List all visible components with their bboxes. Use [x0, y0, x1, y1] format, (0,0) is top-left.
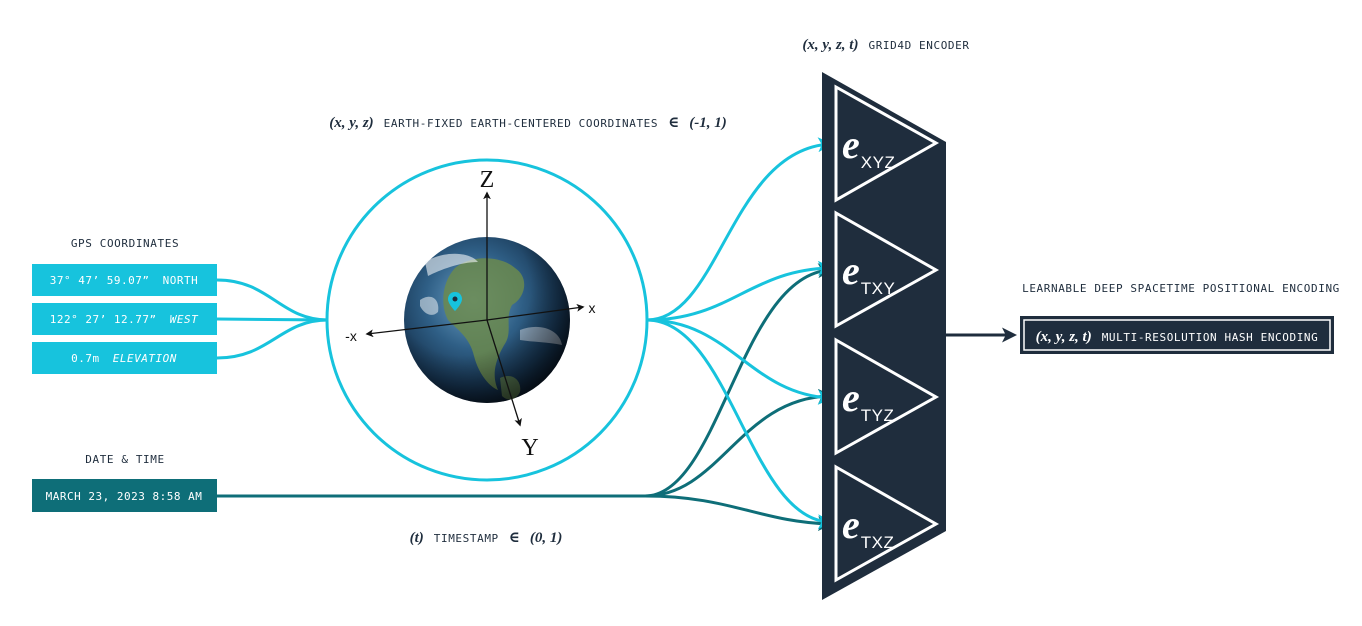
encoder-head-txy: eTXY [834, 210, 940, 329]
ecef-range: (-1, 1) [689, 115, 727, 131]
output-box: (x, y, z, t) MULTI-RESOLUTION HASH ENCOD… [1020, 316, 1334, 354]
timestamp-label: (t) TIMESTAMP ∈ (0, 1) [410, 529, 563, 546]
axis-z-label: Z [480, 167, 495, 193]
output-math: (x, y, z, t) [1036, 329, 1092, 345]
svg-text:(x, y, z) EARTH-FIXED EA: (x, y, z) EARTH-FIXED EARTH-CENTERED COO… [329, 114, 727, 131]
map-pin-icon [448, 292, 462, 311]
ecef-math: (x, y, z) [329, 115, 373, 131]
encoder-head-xyz-sub: XYZ [861, 153, 896, 172]
encoder-head-xyz: eXYZ [834, 84, 940, 203]
output-text: MULTI-RESOLUTION HASH ENCODING [1102, 331, 1319, 344]
encoder-head-txz: eTXZ [834, 464, 940, 583]
encoder-label: (x, y, z, t) GRID4D ENCODER [802, 36, 969, 53]
space-connectors [646, 137, 833, 530]
encoder-head-txy-sub: TXY [861, 279, 896, 298]
svg-text:122° 27’ 12.77” WEST: 122° 27’ 12.77” WEST [50, 313, 199, 326]
datetime-value: MARCH 23, 2023 8:58 AM [46, 490, 203, 503]
gps-elev-value: 0.7m [71, 352, 100, 365]
datetime-title: DATE & TIME [85, 453, 164, 466]
timestamp-range: (0, 1) [530, 530, 563, 546]
encoder-head-tyz-e: e [842, 375, 860, 420]
output-title: LEARNABLE DEEP SPACETIME POSITIONAL ENCO… [1022, 282, 1340, 295]
encoder-text: GRID4D ENCODER [868, 39, 969, 52]
svg-text:(t) TIMESTAMP ∈: (t) TIMESTAMP ∈ (0, 1) [410, 529, 563, 546]
axis-x-neg-label: -x [345, 328, 357, 344]
gps-lat-suffix: NORTH [163, 274, 199, 287]
gps-connectors [216, 278, 329, 360]
gps-elev-pill: 0.7m ELEVATION [32, 342, 217, 374]
gps-lat-value: 37° 47’ 59.07” [50, 274, 150, 287]
encoder-head-tyz: eTYZ [834, 337, 940, 456]
svg-text:eTXZ: eTXZ [842, 502, 894, 552]
svg-text:(x, y, z, t) MULTI-RESOL: (x, y, z, t) MULTI-RESOLUTION HASH ENCOD… [1036, 328, 1319, 345]
ecef-label: (x, y, z) EARTH-FIXED EARTH-CENTERED COO… [329, 114, 727, 131]
svg-text:(x, y, z, t) GRID4D ENCO: (x, y, z, t) GRID4D ENCODER [802, 36, 969, 53]
timestamp-math: (t) [410, 530, 424, 546]
ecef-text: EARTH-FIXED EARTH-CENTERED COORDINATES [384, 117, 658, 130]
globe-axes [365, 191, 585, 427]
gps-lat-pill: 37° 47’ 59.07” NORTH [32, 264, 217, 296]
datetime-pill: MARCH 23, 2023 8:58 AM [32, 479, 217, 512]
encoder-math: (x, y, z, t) [802, 37, 858, 53]
svg-text:eTXY: eTXY [842, 248, 895, 298]
ecef-member: ∈ [668, 115, 679, 131]
gps-elev-suffix: ELEVATION [113, 352, 177, 365]
svg-text:eXYZ: eXYZ [842, 122, 895, 172]
timestamp-member: ∈ [509, 530, 520, 546]
gps-lon-pill: 122° 27’ 12.77” WEST [32, 303, 217, 335]
time-connectors [217, 263, 833, 532]
encoder-head-tyz-sub: TYZ [861, 406, 895, 425]
svg-text:eTYZ: eTYZ [842, 375, 894, 425]
encoder-head-txz-sub: TXZ [861, 533, 895, 552]
gps-lon-suffix: WEST [170, 313, 199, 326]
encoder-head-txz-e: e [842, 502, 860, 547]
grid4d-encoder-body [822, 72, 946, 600]
axis-y-label: Y [521, 435, 538, 461]
axis-x-pos-label: x [589, 300, 596, 316]
encoder-head-xyz-e: e [842, 122, 860, 167]
encoder-head-txy-e: e [842, 248, 860, 293]
gps-lon-value: 122° 27’ 12.77” [50, 313, 157, 326]
timestamp-text: TIMESTAMP [434, 532, 499, 545]
gps-title: GPS COORDINATES [71, 237, 179, 250]
svg-text:0.7m ELEVATION: 0.7m ELEVATION [71, 352, 177, 365]
svg-text:37° 47’ 59.07” NORTH: 37° 47’ 59.07” NORTH [50, 274, 198, 287]
